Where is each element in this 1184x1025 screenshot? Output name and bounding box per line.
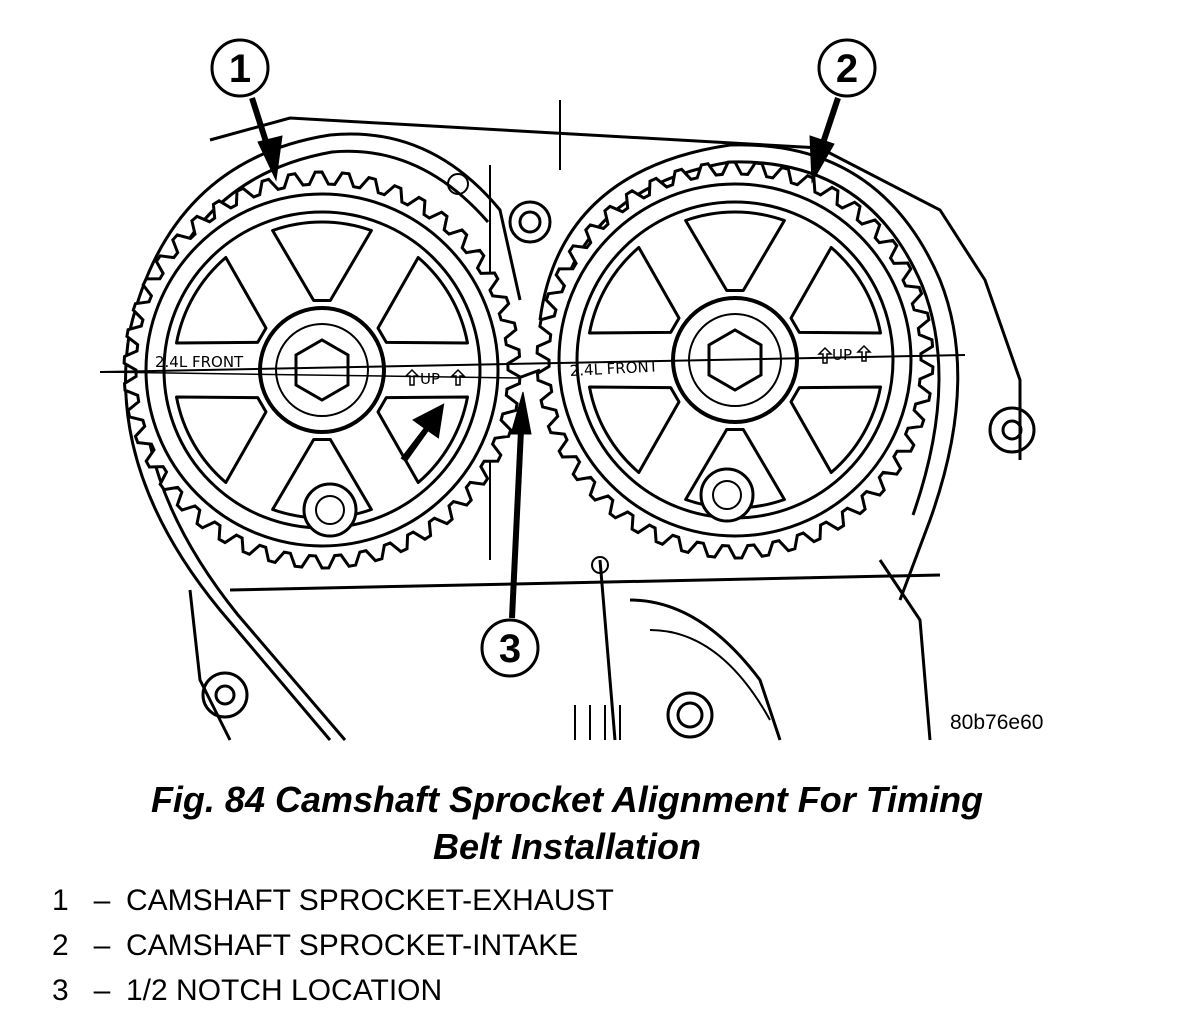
legend-number: 2 [52,929,69,962]
intake-sprocket-rim [557,182,913,538]
caption-line-1: Fig. 84 Camshaft Sprocket Alignment For … [150,779,984,820]
exhaust-retaining-bolt-head [315,495,345,525]
intake-sprocket-window [588,246,681,335]
legend-text: CAMSHAFT SPROCKET-EXHAUST [126,884,614,917]
rotation-arrow-icon [400,403,445,463]
legend-number: 1 [52,884,69,917]
intake-sprocket-window [588,385,681,474]
legend-item: 3–1/2 NOTCH LOCATION [52,968,614,1013]
callout-3-label: 3 [499,627,521,671]
leader-arrowhead-1 [257,135,283,182]
legend-item: 2–CAMSHAFT SPROCKET-INTAKE [52,923,614,968]
exhaust-hex-bolt-icon [294,338,350,402]
callout-2-label: 2 [836,47,858,91]
alignment-line [99,354,966,373]
legend-dash: – [93,974,111,1007]
intake-retaining-bolt-head [712,480,742,510]
exhaust-sprocket [122,170,522,570]
callout-3: 3 [480,618,540,678]
leader-arrowhead-2 [809,135,835,184]
legend-text: CAMSHAFT SPROCKET-INTAKE [126,929,579,962]
intake-hex-bolt-icon [707,328,763,392]
camshaft-sprocket-diagram: 2.4L FRONT UP 2.4L FRONT UP 1 2 3 80b76e… [99,38,1043,741]
legend-dash: – [93,929,111,962]
legend-dash: – [93,884,111,917]
leader-arrowhead-3 [510,391,532,435]
exhaust-retaining-bolt [302,482,358,538]
legend-text: 1/2 NOTCH LOCATION [126,974,443,1007]
left-front-mark: 2.4L FRONT [155,353,244,371]
image-code: 80b76e60 [950,711,1043,734]
leader-arrow-2 [819,97,841,147]
intake-sprocket-window [684,210,786,292]
callout-2: 2 [817,38,877,98]
exhaust-sprocket-window [271,220,373,302]
left-up-mark: UP [420,370,440,388]
legend-number: 3 [52,974,69,1007]
right-up-mark: UP [832,346,852,364]
legend-item: 1–CAMSHAFT SPROCKET-EXHAUST [52,878,614,923]
exhaust-sprocket-rim [144,192,500,548]
figure-caption: Fig. 84 Camshaft Sprocket Alignment For … [0,776,1134,870]
exhaust-sprocket-window [175,256,268,345]
leader-arrow-3 [509,429,524,619]
callout-1-label: 1 [229,47,251,91]
legend: 1–CAMSHAFT SPROCKET-EXHAUST 2–CAMSHAFT S… [52,878,614,1013]
exhaust-sprocket-washer [275,323,369,417]
sprockets-group [122,160,935,570]
exhaust-sprocket-hub [258,306,386,434]
leader-arrows [249,97,841,619]
intake-sprocket-window [789,246,882,335]
alignment-line-left-extension [99,371,521,379]
housing-bolts [201,173,1036,739]
up-arrow-icon [404,344,872,386]
exhaust-sprocket-window [376,395,469,484]
intake-sprocket-window [789,385,882,474]
exhaust-sprocket-window [175,395,268,484]
caption-line-2: Belt Installation [432,826,702,867]
callout-1: 1 [210,38,270,98]
intake-retaining-bolt [699,467,755,523]
exhaust-sprocket-window [376,256,469,345]
right-front-mark: 2.4L FRONT [569,357,659,380]
